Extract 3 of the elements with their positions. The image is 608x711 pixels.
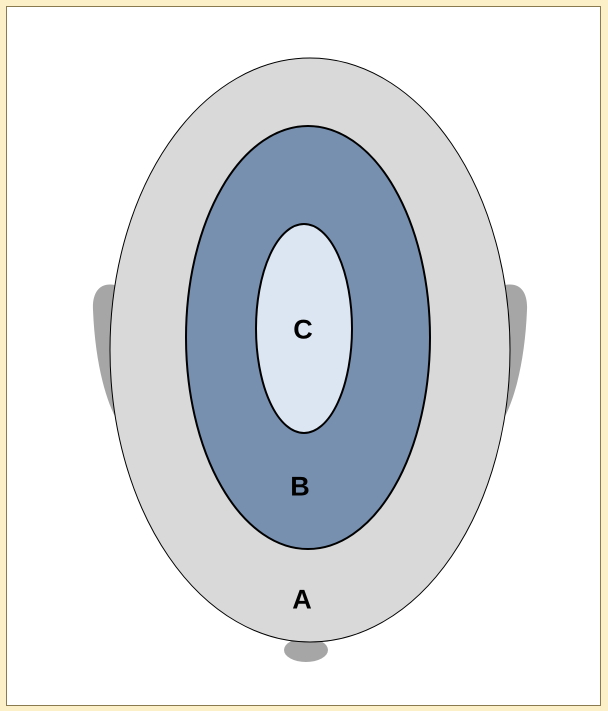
zone-label: A [292,586,312,614]
zone-label: B [290,474,310,500]
zone-label: C [293,316,313,344]
